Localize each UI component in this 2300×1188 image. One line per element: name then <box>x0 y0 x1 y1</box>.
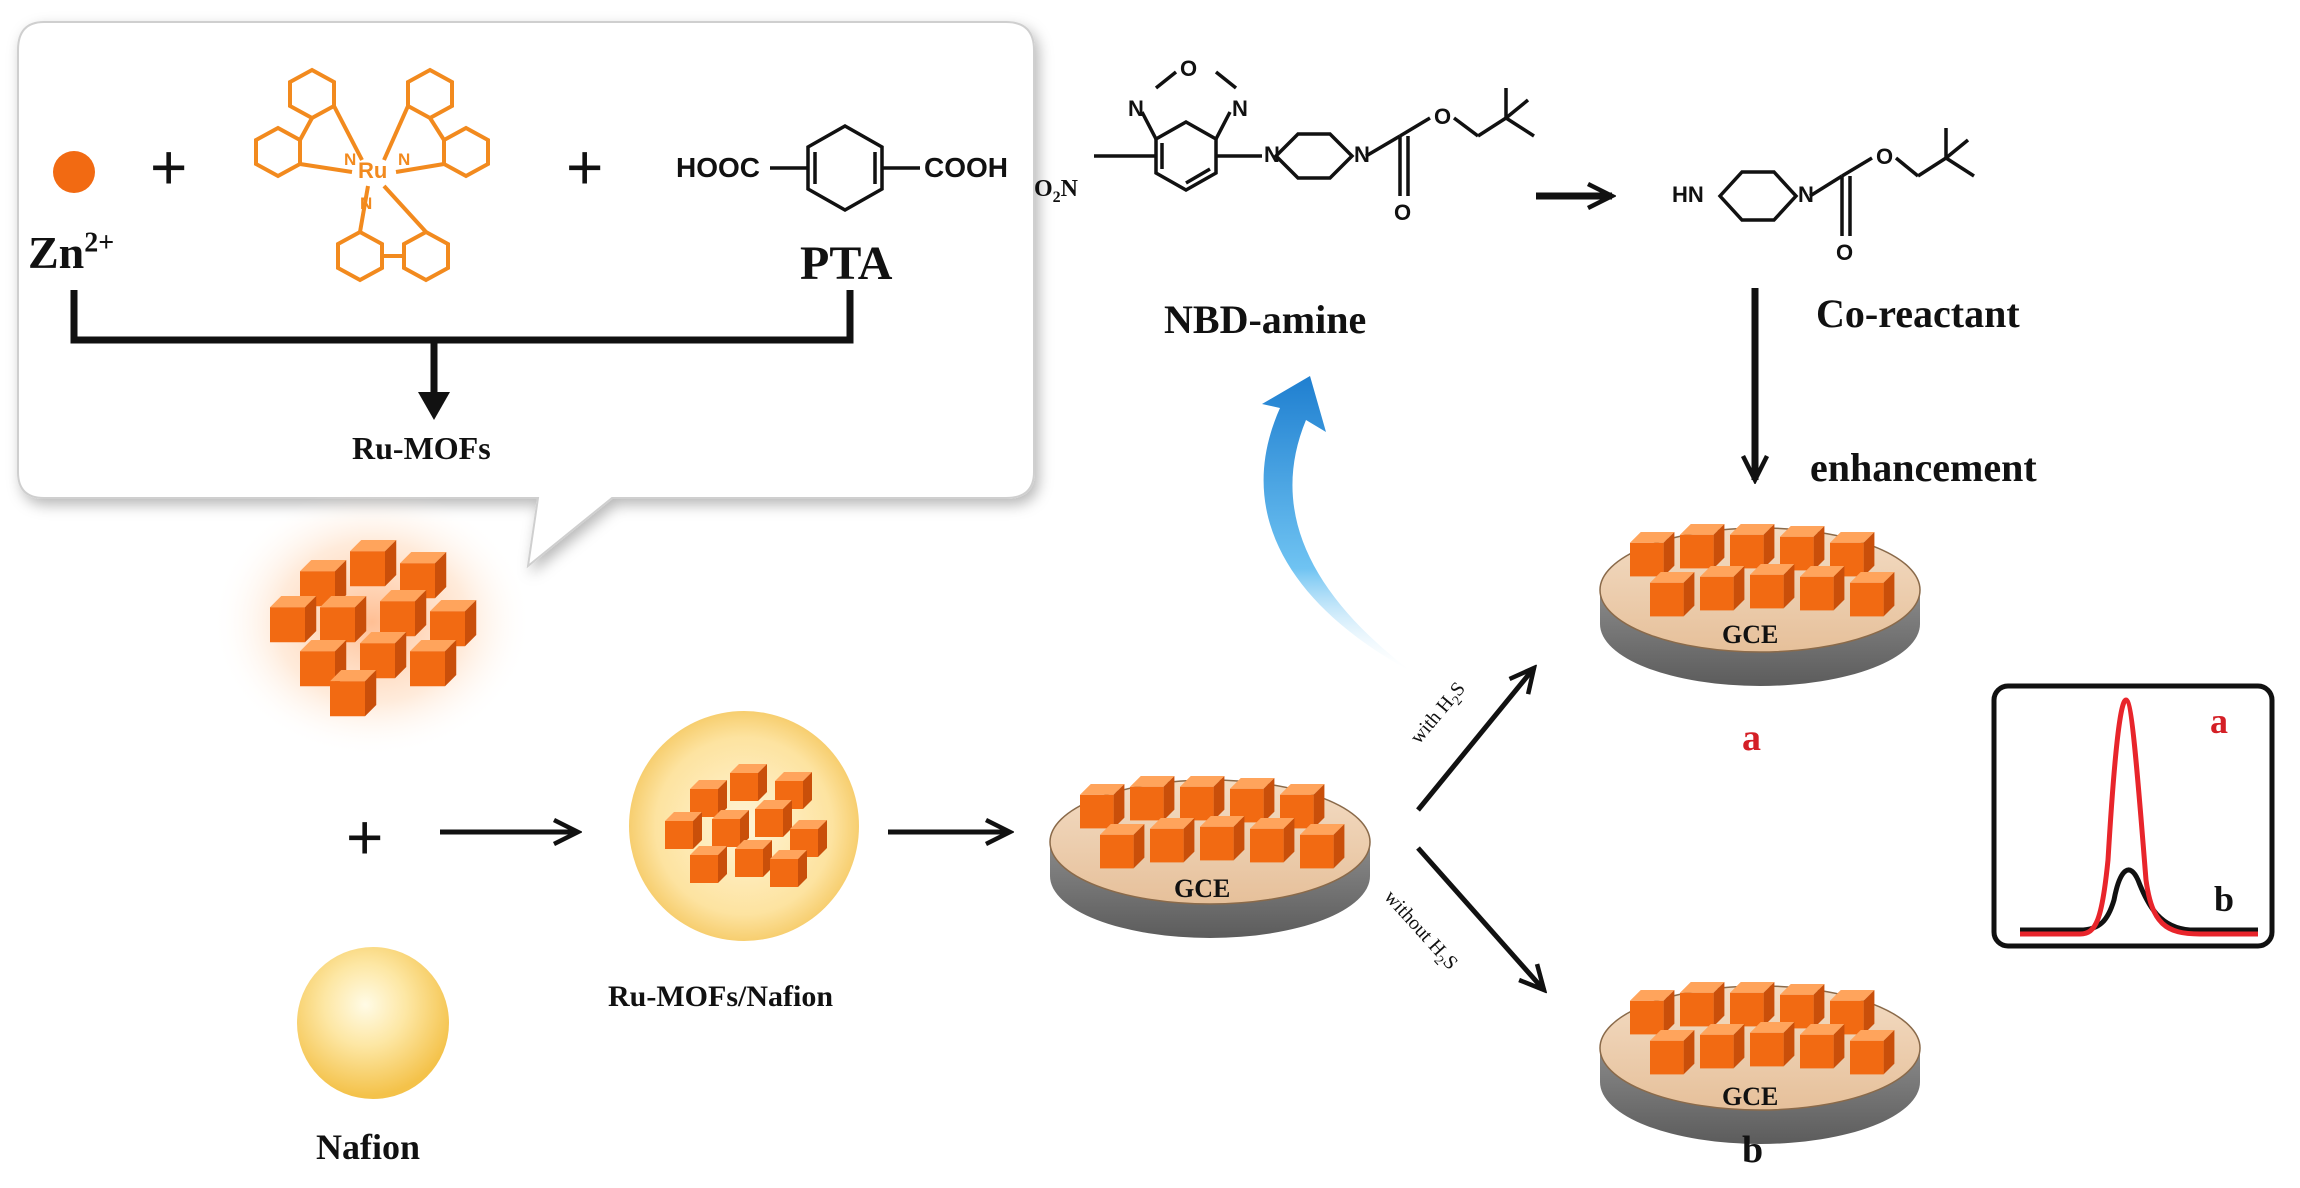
electrode-a <box>1599 524 1921 686</box>
pta-acid-left: HOOC <box>676 152 760 183</box>
pta-structure <box>770 123 920 213</box>
coreactant-hn: HN <box>1672 182 1704 207</box>
inset-curve-a-label: a <box>2210 701 2228 741</box>
enhancement-label: enhancement <box>1810 445 2037 490</box>
plus-sign-2: + <box>566 131 604 203</box>
ecl-signal-inset <box>1991 683 2275 949</box>
ester-o-1: O <box>1434 104 1452 129</box>
mof-cube <box>1800 566 1845 611</box>
bracket-arrowhead <box>418 392 450 420</box>
ru-atom-label: Ru <box>358 158 388 183</box>
mof-cube <box>665 812 702 849</box>
mof-cube <box>1850 572 1895 617</box>
mof-cube <box>1750 1022 1795 1067</box>
mof-cube <box>1650 1030 1695 1075</box>
n-atom-2: N <box>398 150 411 169</box>
n-atom-3: N <box>360 194 373 213</box>
zinc-ion-dot <box>53 151 95 193</box>
pta-label: PTA <box>800 237 893 290</box>
mof-cube <box>430 600 477 647</box>
mof-cube <box>1200 816 1245 861</box>
nbd-ring-n-left: N <box>1128 96 1144 121</box>
mof-cube <box>755 800 792 837</box>
ru-complex-structure <box>254 67 490 283</box>
mof-cube <box>1680 524 1725 569</box>
result-b-label: b <box>1742 1129 1764 1171</box>
gce-label-main: GCE <box>1174 874 1231 903</box>
pta-acid-right: COOH <box>924 152 1008 183</box>
composite-label: Ru-MOFs/Nafion <box>608 980 833 1013</box>
mof-cube <box>735 840 772 877</box>
mof-cube <box>1100 824 1145 869</box>
coreactant-label: Co-reactant <box>1816 291 2020 336</box>
plus-sign-1: + <box>150 131 188 203</box>
arrow-without-h2s <box>1416 846 1544 990</box>
mof-cube <box>770 850 807 887</box>
mof-cube <box>350 540 397 587</box>
nbd-amine-label: NBD-amine <box>1164 297 1367 342</box>
mof-cube <box>380 590 427 637</box>
mof-cube <box>1780 984 1825 1029</box>
mof-cube <box>1700 1024 1745 1069</box>
mof-cube <box>1850 1030 1895 1075</box>
mof-cube <box>1730 982 1775 1027</box>
mof-cube <box>270 596 317 643</box>
mof-cube <box>1180 776 1225 821</box>
mof-cube <box>320 596 367 643</box>
carbonyl-o-2: O <box>1836 240 1854 265</box>
inset-curve-b-label: b <box>2214 879 2235 919</box>
gce-label-b: GCE <box>1722 1082 1779 1111</box>
mof-cube <box>1800 1024 1845 1069</box>
mof-cube <box>1150 818 1195 863</box>
mof-cube <box>1230 778 1275 823</box>
mof-cube <box>1780 526 1825 571</box>
mof-cube <box>690 846 727 883</box>
piperazine-n-1: N <box>1264 142 1280 167</box>
mof-cube <box>1630 990 1675 1035</box>
mof-cube <box>1300 824 1345 869</box>
coreactant-n: N <box>1798 182 1814 207</box>
result-a-label: a <box>1742 717 1761 759</box>
ru-mofs-label: Ru-MOFs <box>352 430 491 466</box>
mof-cube <box>1250 818 1295 863</box>
mof-cube <box>1650 572 1695 617</box>
synthesis-callout <box>17 21 1035 569</box>
mof-cube <box>1700 566 1745 611</box>
combination-bracket <box>70 290 854 398</box>
mof-cube <box>1680 982 1725 1027</box>
nbd-ring-n-right: N <box>1232 96 1248 121</box>
mof-cube <box>1630 532 1675 577</box>
nbd-ring-o: O <box>1180 56 1198 81</box>
electrode-b <box>1599 982 1921 1144</box>
mof-cube <box>1080 784 1125 829</box>
gce-label-a: GCE <box>1722 620 1779 649</box>
mof-cube <box>330 670 377 717</box>
nafion-sphere <box>297 947 449 1099</box>
electrode-modified <box>1049 776 1371 938</box>
mof-glow <box>212 487 532 757</box>
n-atom-1: N <box>344 150 357 169</box>
mof-cube <box>1730 524 1775 569</box>
arrow-with-h2s <box>1416 668 1534 812</box>
mof-cube <box>1130 776 1175 821</box>
nbd-amine-structure <box>1094 70 1535 196</box>
piperazine-n-2: N <box>1354 142 1370 167</box>
nitro-group: O2N <box>1034 176 1079 206</box>
ester-o-2: O <box>1876 144 1894 169</box>
mof-cube <box>410 640 457 687</box>
mof-cube <box>730 764 767 801</box>
blue-curved-arrow <box>1262 376 1412 672</box>
zinc-label: Zn2+ <box>28 227 115 278</box>
nafion-label: Nafion <box>316 1127 421 1167</box>
plus-sign-nafion: + <box>346 801 384 873</box>
mof-cube <box>1750 564 1795 609</box>
coreactant-structure <box>1717 128 1975 236</box>
carbonyl-o-1: O <box>1394 200 1412 225</box>
